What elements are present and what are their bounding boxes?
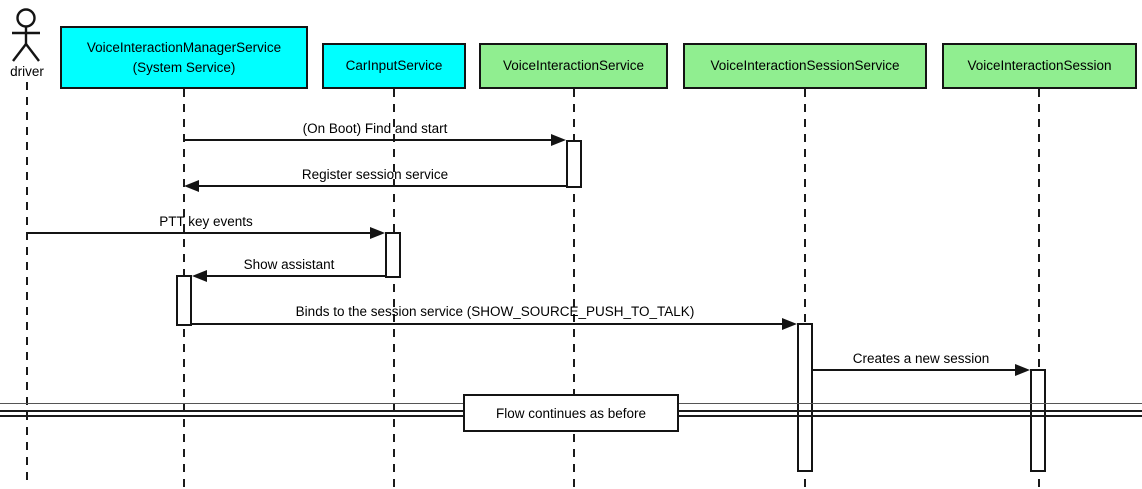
participant-label: CarInputService [345, 58, 443, 74]
participant-voice-interaction-service: VoiceInteractionService [479, 43, 668, 89]
participant-label: VoiceInteractionSession [967, 58, 1112, 74]
lifeline-car-input-service [393, 89, 395, 487]
message-line [192, 323, 782, 325]
message-label: Binds to the session service (SHOW_SOURC… [295, 304, 695, 319]
participant-label: VoiceInteractionService [502, 58, 645, 74]
message-line [27, 232, 370, 234]
actor-driver-label: driver [10, 64, 44, 79]
arrowhead-right-icon [1015, 364, 1030, 376]
lifeline-voice-interaction-session-service [804, 89, 806, 487]
message-line [199, 185, 566, 187]
participant-voice-interaction-manager-service: VoiceInteractionManagerService (System S… [60, 26, 308, 89]
message-label: (On Boot) Find and start [302, 121, 448, 136]
actor-driver [6, 5, 46, 68]
arrowhead-right-icon [782, 318, 797, 330]
message-label: Show assistant [243, 257, 335, 272]
activation-car-input-service [385, 232, 401, 278]
divider-label: Flow continues as before [495, 405, 647, 421]
activation-voice-interaction-manager-service [176, 275, 192, 326]
activation-voice-interaction-session-service [797, 323, 813, 472]
participant-label: VoiceInteractionSessionService [710, 58, 900, 74]
message-line [207, 275, 385, 277]
participant-voice-interaction-session-service: VoiceInteractionSessionService [683, 43, 927, 89]
activation-voice-interaction-service [566, 140, 582, 188]
arrowhead-left-icon [184, 180, 199, 192]
activation-voice-interaction-session [1030, 369, 1046, 472]
message-line [184, 139, 551, 141]
message-line [813, 369, 1015, 371]
message-label: Register session service [301, 167, 449, 182]
arrowhead-right-icon [551, 134, 566, 146]
participant-label: VoiceInteractionManagerService [86, 39, 282, 55]
lifeline-voice-interaction-service [573, 89, 575, 487]
lifeline-voice-interaction-session [1038, 89, 1040, 487]
lifeline-driver [26, 82, 28, 487]
divider-flow-continues: Flow continues as before [463, 394, 679, 432]
message-label: PTT key events [159, 214, 253, 229]
participant-voice-interaction-session: VoiceInteractionSession [942, 43, 1137, 89]
stick-figure-icon [12, 8, 40, 62]
participant-sublabel: (System Service) [132, 59, 236, 75]
arrowhead-right-icon [370, 227, 385, 239]
participant-car-input-service: CarInputService [322, 43, 466, 89]
arrowhead-left-icon [192, 270, 207, 282]
message-label: Creates a new session [852, 351, 990, 366]
